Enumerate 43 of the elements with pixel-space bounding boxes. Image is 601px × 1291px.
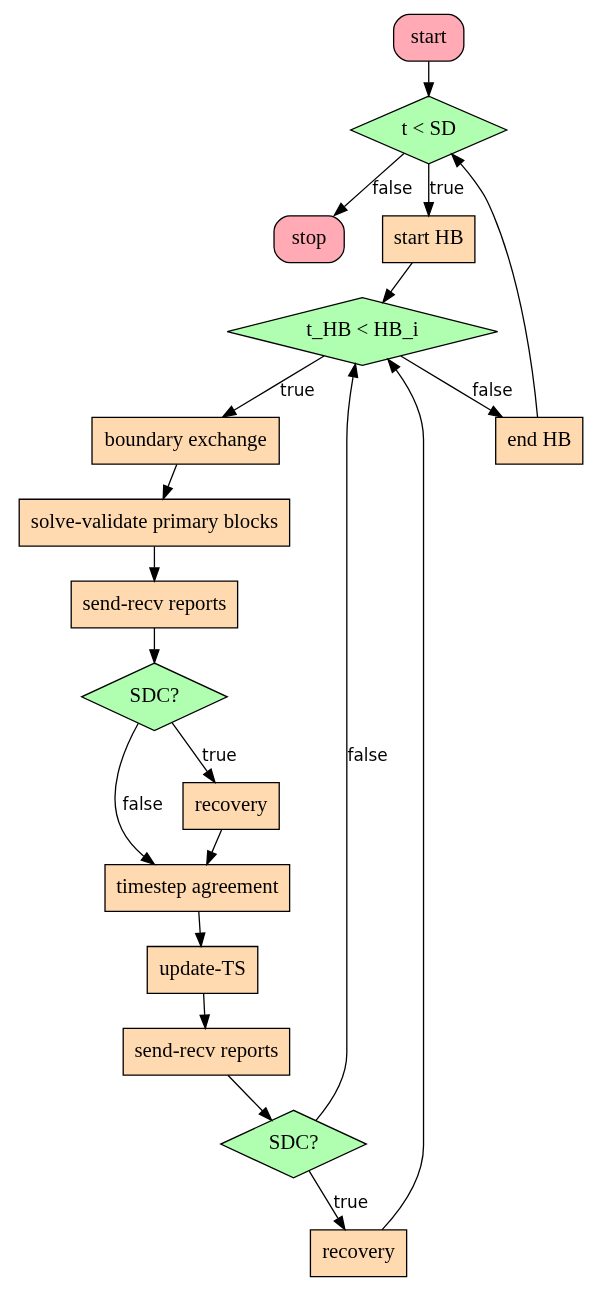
arrow: [161, 463, 177, 501]
node-box: timestep agreement: [103, 863, 290, 912]
node-box: send-recv reports: [70, 580, 238, 629]
node-diamond: t_HB < HB_i: [226, 297, 498, 366]
arrow: [198, 993, 210, 1031]
edge-label: true: [332, 1192, 368, 1213]
arrow: [148, 545, 160, 583]
arrow: [148, 627, 160, 665]
node-box: start: [392, 13, 464, 62]
node-diamond: SDC?: [79, 662, 229, 732]
arrow: [332, 152, 405, 217]
node-diamond: SDC?: [218, 1109, 368, 1179]
edge-label: false: [471, 379, 513, 400]
edge-label: false: [371, 178, 412, 199]
node-box: solve-validate primary blocks: [18, 498, 290, 547]
arrow: [308, 1170, 346, 1232]
edge-label: true: [429, 178, 464, 199]
arrow: [449, 152, 538, 418]
node-box: send-recv reports: [122, 1027, 290, 1076]
node-box: start HB: [381, 215, 476, 264]
node-box: recovery: [309, 1229, 407, 1278]
arrow: [226, 1074, 273, 1122]
arrow: [220, 355, 325, 419]
arrow: [194, 911, 206, 949]
arrow: [171, 722, 216, 784]
node-box: recovery: [181, 782, 280, 831]
edge-label: true: [201, 745, 237, 766]
edge-label: true: [279, 379, 315, 400]
arrow: [380, 357, 424, 1231]
node-diamond: t < SD: [348, 95, 508, 165]
edge-label: false: [122, 794, 163, 815]
arrow: [422, 60, 434, 98]
node-box: update-TS: [146, 945, 258, 994]
arrow: [205, 829, 222, 867]
arrow: [314, 361, 358, 1122]
edge-label: false: [347, 745, 388, 766]
arrow: [113, 722, 156, 866]
node-box: stop: [272, 215, 345, 264]
arrow: [381, 262, 413, 305]
node-box: end HB: [494, 416, 583, 465]
arrow: [399, 355, 504, 419]
node-box: boundary exchange: [90, 416, 280, 465]
arrow: [422, 163, 434, 218]
